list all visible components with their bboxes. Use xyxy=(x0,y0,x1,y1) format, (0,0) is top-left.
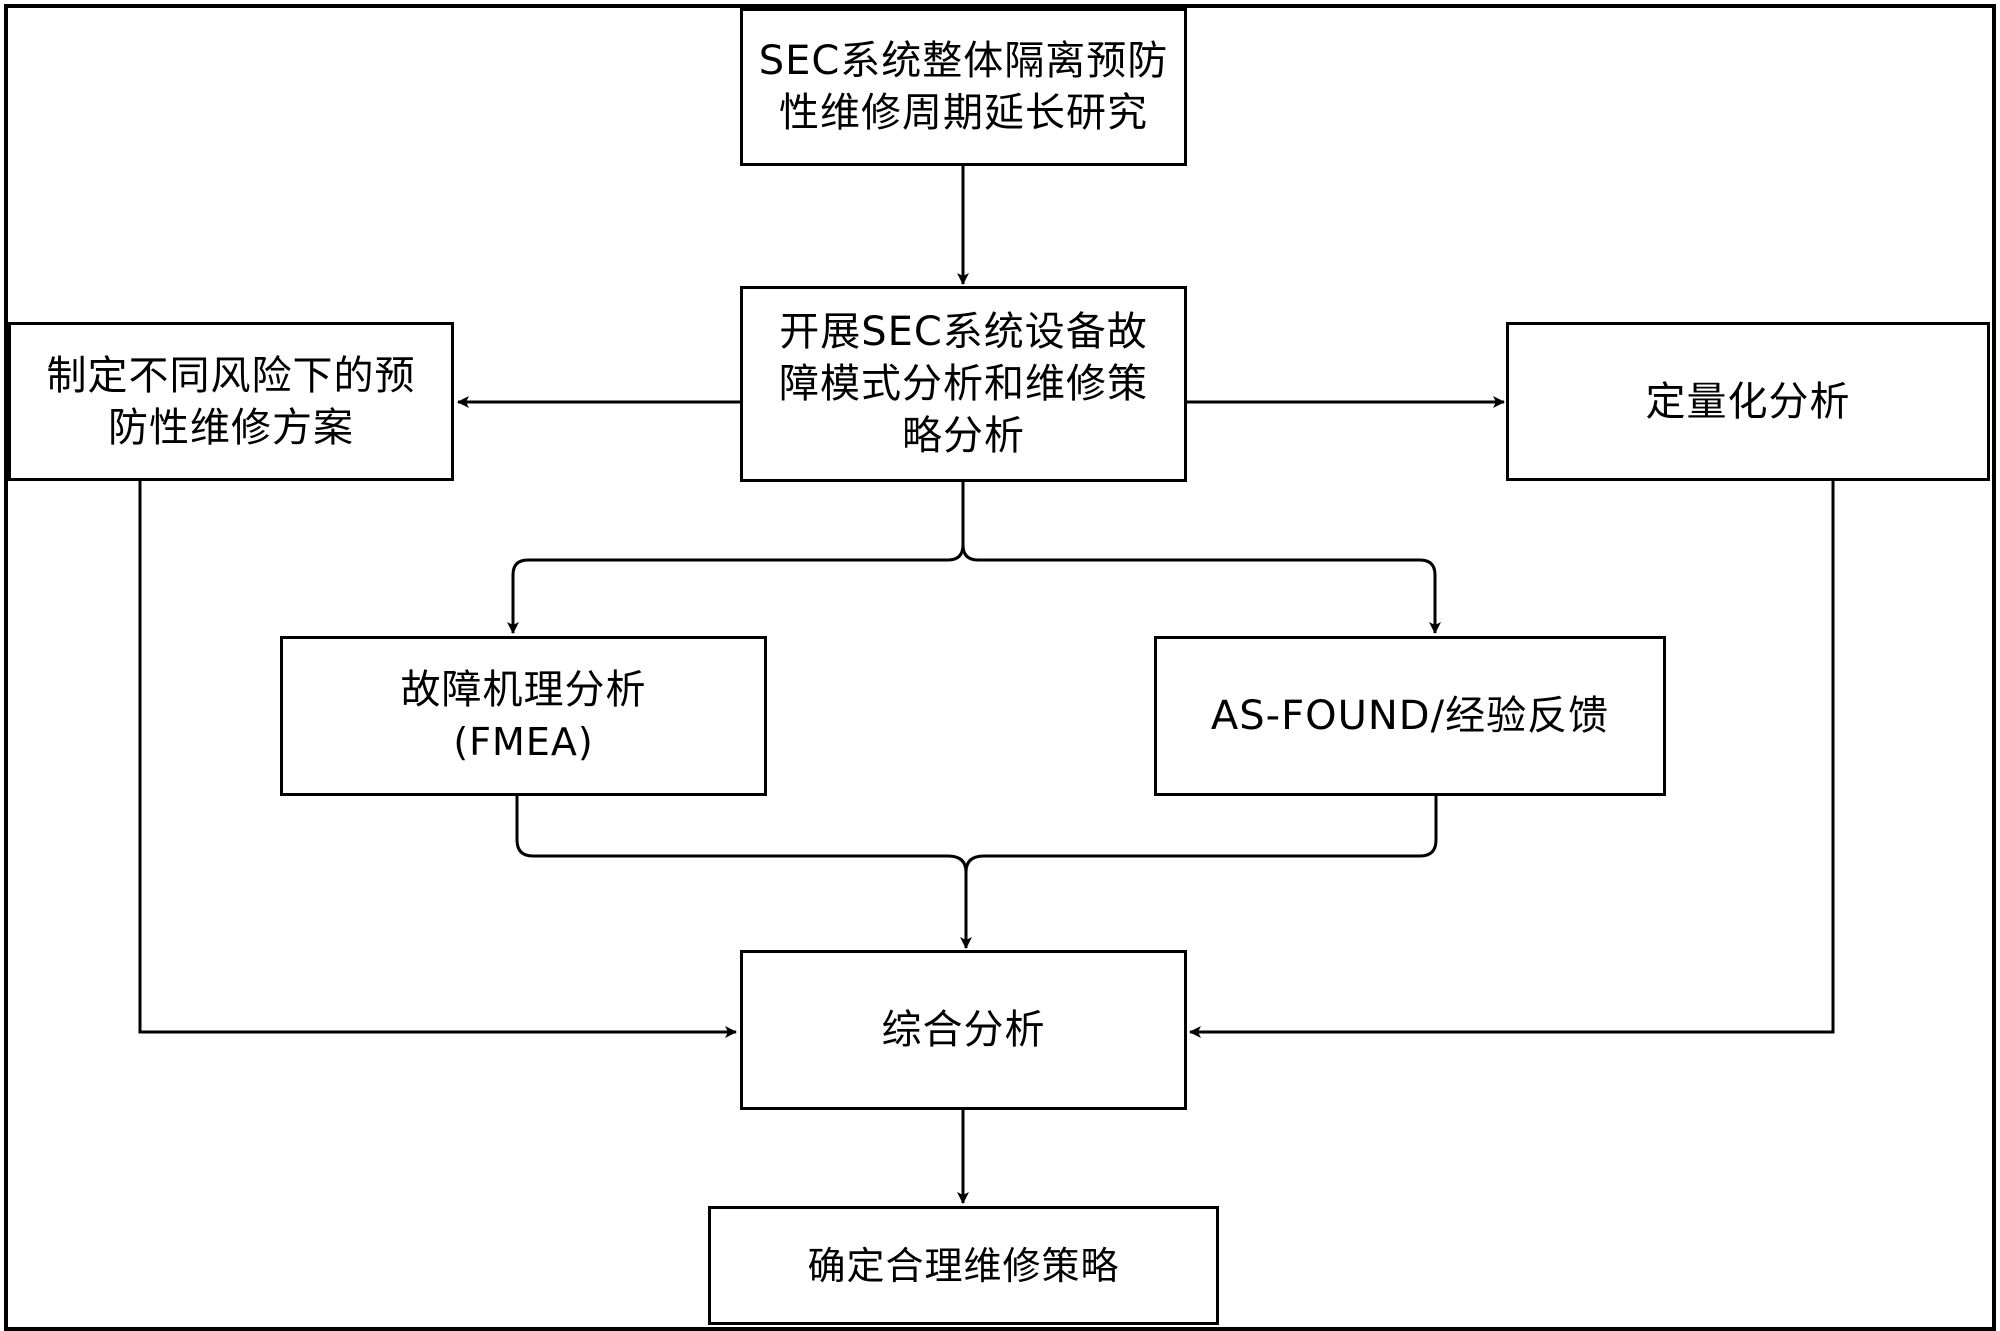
edge-asfound-merge xyxy=(964,796,1438,873)
node-fmea-label: 故障机理分析 xyxy=(400,667,647,713)
node-right: 定量化分析 xyxy=(1506,322,1990,481)
node-center: 开展SEC系统设备故 障模式分析和维修策 略分析 xyxy=(740,286,1187,482)
edge-right-to-synthesis xyxy=(1189,481,1835,1038)
edge-center-split-right xyxy=(961,544,1441,634)
node-synthesis: 综合分析 xyxy=(740,950,1187,1110)
node-asfound-label: AS-FOUND/经验反馈 xyxy=(1210,693,1610,739)
node-fmea: 故障机理分析 (FMEA) xyxy=(280,636,767,796)
node-fmea-sublabel: (FMEA) xyxy=(453,720,594,764)
node-top-label: SEC系统整体隔离预防 性维修周期延长研究 xyxy=(758,38,1169,136)
node-asfound: AS-FOUND/经验反馈 xyxy=(1154,636,1666,796)
edge-left-to-synthesis xyxy=(138,481,737,1038)
node-right-label: 定量化分析 xyxy=(1645,378,1851,425)
edge-center-split xyxy=(507,482,965,634)
node-top: SEC系统整体隔离预防 性维修周期延长研究 xyxy=(740,8,1187,166)
node-center-label: 开展SEC系统设备故 障模式分析和维修策 略分析 xyxy=(779,309,1148,459)
edge-fmea-merge xyxy=(515,796,972,949)
node-synthesis-label: 综合分析 xyxy=(881,1007,1046,1053)
diagram-frame xyxy=(4,4,1996,1331)
node-result-label: 确定合理维修策略 xyxy=(807,1243,1120,1288)
node-left-label: 制定不同风险下的预 防性维修方案 xyxy=(46,352,416,451)
node-left: 制定不同风险下的预 防性维修方案 xyxy=(8,322,454,481)
node-result: 确定合理维修策略 xyxy=(708,1206,1219,1325)
